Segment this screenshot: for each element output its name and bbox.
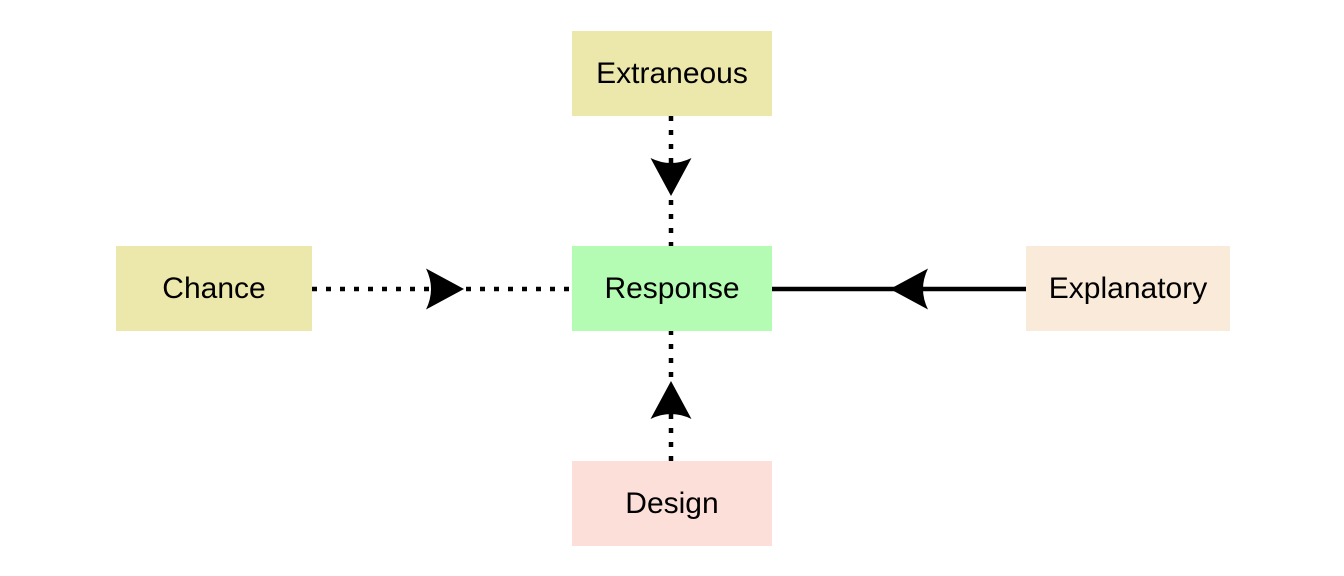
node-extraneous-label: Extraneous	[596, 56, 748, 90]
arrowhead-right-icon	[426, 268, 464, 310]
node-explanatory-label: Explanatory	[1048, 271, 1208, 305]
arrowhead-down-icon	[650, 158, 692, 196]
arrowhead-up-icon	[650, 381, 692, 419]
node-design[interactable]: Design	[572, 461, 772, 546]
edge-extraneous-to-response	[650, 116, 692, 246]
edge-explanatory-to-response	[772, 268, 1026, 310]
node-response[interactable]: Response	[572, 246, 772, 331]
node-response-label: Response	[604, 271, 740, 305]
node-explanatory[interactable]: Explanatory	[1026, 246, 1230, 331]
node-design-label: Design	[625, 486, 719, 520]
node-chance-label: Chance	[162, 271, 266, 305]
arrowhead-left-icon	[890, 268, 928, 310]
edge-design-to-response	[650, 331, 692, 461]
node-chance[interactable]: Chance	[116, 246, 312, 331]
edge-chance-to-response	[312, 268, 572, 310]
node-extraneous[interactable]: Extraneous	[572, 31, 772, 116]
